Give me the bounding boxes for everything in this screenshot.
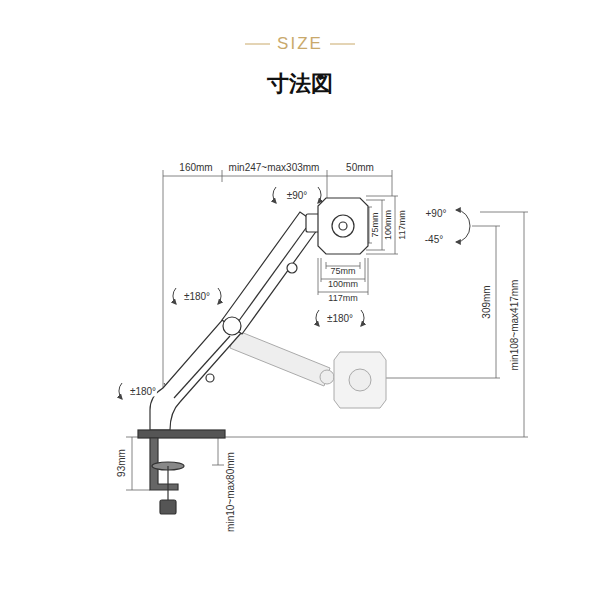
rotation-angle: ±90° xyxy=(286,190,309,201)
dimension: min10~max80mm xyxy=(225,451,236,533)
dimension: 100mm xyxy=(327,280,359,290)
dimension-lines xyxy=(126,170,528,490)
dimension: 100mm xyxy=(384,209,394,241)
rotation-angle: -45° xyxy=(424,234,444,245)
rotation-angle: ±180° xyxy=(183,291,211,302)
ghost-arm xyxy=(230,330,386,408)
dimension: 93mm xyxy=(116,448,127,478)
dimension: min247~max303mm xyxy=(228,162,321,173)
dimension: 160mm xyxy=(178,162,213,173)
rotation-angle: ±180° xyxy=(129,386,157,397)
section-tag: SIZE xyxy=(277,35,323,54)
dimension: 50mm xyxy=(345,162,375,173)
rotation-angle: ±180° xyxy=(326,313,354,324)
rotation-arrows xyxy=(119,187,470,399)
dimension: 117mm xyxy=(398,209,408,240)
dimension: 75mm xyxy=(329,267,356,277)
dimension: 309mm xyxy=(481,284,492,319)
dimension: min108~max417mm xyxy=(509,279,520,372)
rotation-angle: +90° xyxy=(425,208,448,219)
dimension: 117mm xyxy=(327,294,358,304)
title: 寸法図 xyxy=(267,72,333,96)
dimension: 75mm xyxy=(371,211,381,238)
monitor-arm xyxy=(138,198,368,514)
